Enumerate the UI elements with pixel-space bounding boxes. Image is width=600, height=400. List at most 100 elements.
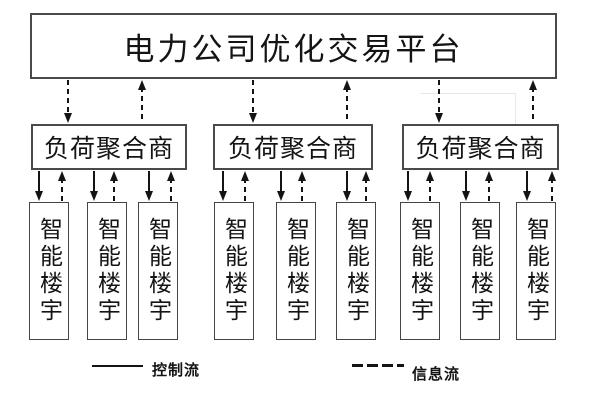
arrow-head-icon xyxy=(362,171,370,181)
aggregator-box-3: 负荷聚合商 xyxy=(402,124,559,170)
arrow-head-icon xyxy=(138,80,146,90)
info-flow-up-arrow xyxy=(110,171,118,201)
info-flow-down-arrow xyxy=(64,80,72,123)
arrow-head-icon xyxy=(485,171,493,181)
arrow-line xyxy=(280,171,282,194)
info-flow-up-arrow xyxy=(343,80,351,123)
control-flow-down-arrow xyxy=(145,171,153,201)
arrow-head-icon xyxy=(249,113,257,123)
arrow-head-icon xyxy=(343,80,351,90)
info-flow-down-arrow xyxy=(435,80,443,123)
arrow-line xyxy=(465,171,467,194)
control-flow-down-arrow xyxy=(219,171,227,201)
arrow-line xyxy=(113,178,115,201)
control-flow-down-arrow xyxy=(462,171,470,201)
arrow-line xyxy=(346,171,348,194)
control-flow-down-arrow xyxy=(404,171,412,201)
building-box-8: 智能楼宇 xyxy=(460,202,500,340)
arrow-line xyxy=(170,178,172,201)
building-box-4: 智能楼宇 xyxy=(214,202,254,340)
arrow-head-icon xyxy=(529,80,537,90)
arrow-head-icon xyxy=(219,191,227,201)
arrow-line xyxy=(407,171,409,194)
building-box-1: 智能楼宇 xyxy=(29,202,69,340)
arrow-line xyxy=(488,178,490,201)
control-flow-down-arrow xyxy=(523,171,531,201)
arrow-line xyxy=(346,87,348,123)
arrow-line xyxy=(148,171,150,194)
building-box-7: 智能楼宇 xyxy=(400,202,440,340)
arrow-line xyxy=(532,87,534,123)
control-flow-down-arrow xyxy=(35,171,43,201)
building-box-2: 智能楼宇 xyxy=(87,202,127,340)
aggregator-label: 负荷聚合商 xyxy=(415,136,546,163)
building-label: 智能楼宇 xyxy=(94,217,120,325)
arrow-line xyxy=(301,178,303,201)
info-flow-up-arrow xyxy=(426,171,434,201)
arrow-head-icon xyxy=(241,171,249,181)
arrow-line xyxy=(93,171,95,194)
platform-label: 电力公司优化交易平台 xyxy=(123,31,464,67)
control-flow-down-arrow xyxy=(343,171,351,201)
arrow-line xyxy=(38,171,40,194)
arrow-line xyxy=(61,178,63,201)
legend-info-line-sample xyxy=(352,364,404,367)
building-label: 智能楼宇 xyxy=(467,217,493,325)
arrow-head-icon xyxy=(523,191,531,201)
control-flow-down-arrow xyxy=(90,171,98,201)
legend-info-label: 信息流 xyxy=(412,366,461,383)
arrow-head-icon xyxy=(298,171,306,181)
arrow-line xyxy=(141,87,143,123)
building-box-3: 智能楼宇 xyxy=(138,202,178,340)
legend-control-line-sample xyxy=(92,365,143,367)
info-flow-up-arrow xyxy=(298,171,306,201)
arrow-line xyxy=(67,80,69,116)
building-box-9: 智能楼宇 xyxy=(516,202,556,340)
arrow-head-icon xyxy=(343,191,351,201)
arrow-head-icon xyxy=(110,171,118,181)
info-flow-up-arrow xyxy=(548,171,556,201)
aggregator-label: 负荷聚合商 xyxy=(227,136,358,163)
aggregator-label: 负荷聚合商 xyxy=(43,136,174,163)
info-flow-up-arrow xyxy=(138,80,146,123)
legend-control-label: 控制流 xyxy=(152,362,201,379)
arrow-head-icon xyxy=(435,113,443,123)
faint-artifact-outline xyxy=(420,93,516,124)
building-label: 智能楼宇 xyxy=(407,217,433,325)
building-label: 智能楼宇 xyxy=(145,217,171,325)
arrow-head-icon xyxy=(90,191,98,201)
arrow-head-icon xyxy=(404,191,412,201)
building-box-6: 智能楼宇 xyxy=(336,202,376,340)
arrow-line xyxy=(252,80,254,116)
control-flow-down-arrow xyxy=(277,171,285,201)
info-flow-up-arrow xyxy=(362,171,370,201)
info-flow-up-arrow xyxy=(167,171,175,201)
arrow-line xyxy=(365,178,367,201)
arrow-head-icon xyxy=(277,191,285,201)
info-flow-up-arrow xyxy=(485,171,493,201)
info-flow-up-arrow xyxy=(58,171,66,201)
arrow-head-icon xyxy=(426,171,434,181)
info-flow-up-arrow xyxy=(241,171,249,201)
arrow-line xyxy=(429,178,431,201)
building-label: 智能楼宇 xyxy=(343,217,369,325)
arrow-line xyxy=(551,178,553,201)
arrow-head-icon xyxy=(35,191,43,201)
building-label: 智能楼宇 xyxy=(36,217,62,325)
platform-box: 电力公司优化交易平台 xyxy=(30,13,557,79)
aggregator-box-1: 负荷聚合商 xyxy=(31,124,187,170)
building-label: 智能楼宇 xyxy=(283,217,309,325)
building-label: 智能楼宇 xyxy=(221,217,247,325)
arrow-line xyxy=(222,171,224,194)
arrow-head-icon xyxy=(64,113,72,123)
arrow-line xyxy=(526,171,528,194)
building-box-5: 智能楼宇 xyxy=(276,202,316,340)
arrow-line xyxy=(438,80,440,116)
building-label: 智能楼宇 xyxy=(523,217,549,325)
arrow-head-icon xyxy=(58,171,66,181)
info-flow-down-arrow xyxy=(249,80,257,123)
arrow-line xyxy=(244,178,246,201)
aggregator-box-2: 负荷聚合商 xyxy=(213,124,373,170)
arrow-head-icon xyxy=(145,191,153,201)
